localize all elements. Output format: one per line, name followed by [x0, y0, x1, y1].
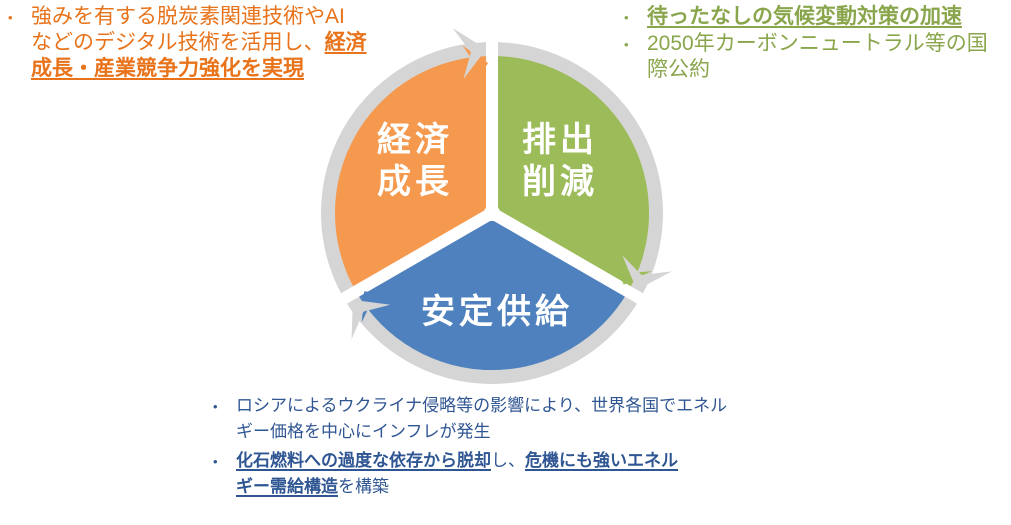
note-line: 強みを有する脱炭素関連技術やAI: [31, 5, 345, 28]
list-item: • 化石燃料への過度な依存から脱却し、危機にも強いエネル ギー需給構造を構築: [213, 448, 753, 500]
wedge-arrow-stable-supply: [361, 291, 396, 323]
list-item: • 待ったなしの気候変動対策の加速: [624, 4, 1010, 31]
separator-1: [486, 27, 498, 221]
bullet-icon: •: [8, 10, 13, 25]
separator-2: [482, 203, 657, 312]
note-emphasis: 待ったなしの気候変動対策の加速: [647, 5, 962, 28]
wedge-label-economic-growth: 経済 成長: [377, 121, 453, 201]
note-text: 強みを有する脱炭素関連技術やAI などのデジタル技術を活用し、経済 成長・産業競…: [31, 4, 367, 82]
economic-growth-note: • 強みを有する脱炭素関連技術やAI などのデジタル技術を活用し、経済 成長・産…: [8, 4, 388, 82]
ring-arrow-icon-1: [622, 255, 672, 290]
note-line: ロシアによるウクライナ侵略等の影響により、世界各国でエネル: [236, 396, 728, 415]
wedge-arrow-emission-reduction: [610, 256, 652, 285]
note-emphasis: 成長・産業競争力強化を実現: [31, 57, 304, 80]
note-line: 2050年カーボンニュートラル等の国: [647, 32, 988, 55]
list-item: • ロシアによるウクライナ侵略等の影響により、世界各国でエネル ギー価格を中心に…: [213, 393, 753, 445]
wedge-label-emission-reduction: 排出 削減: [522, 121, 598, 201]
wedge-label-stable-supply: 安定供給: [421, 293, 573, 331]
ring-arrow-icon-2: [351, 299, 391, 340]
note-text: 待ったなしの気候変動対策の加速: [647, 4, 962, 30]
note-text: ロシアによるウクライナ侵略等の影響により、世界各国でエネル ギー価格を中心にイン…: [236, 393, 727, 445]
bullet-icon: •: [624, 10, 629, 25]
note-emphasis: 経済: [324, 31, 367, 54]
note-line: 際公約: [647, 58, 710, 81]
note-line: ギー価格を中心にインフレが発生: [236, 422, 491, 441]
list-item: • 強みを有する脱炭素関連技術やAI などのデジタル技術を活用し、経済 成長・産…: [8, 4, 388, 82]
separator-0: [327, 203, 502, 312]
note-line: し、: [491, 451, 525, 470]
bullet-icon: •: [213, 454, 218, 469]
list-item: • 2050年カーボンニュートラル等の国 際公約: [624, 31, 1010, 83]
bullet-icon: •: [624, 37, 629, 52]
note-line: などのデジタル技術を活用し、: [31, 31, 325, 54]
note-line: を構築: [338, 477, 389, 496]
ring-arrow-icon-0: [452, 28, 487, 80]
note-text: 2050年カーボンニュートラル等の国 際公約: [647, 31, 988, 83]
stable-supply-note: • ロシアによるウクライナ侵略等の影響により、世界各国でエネル ギー価格を中心に…: [213, 393, 753, 500]
bullet-icon: •: [213, 399, 218, 414]
note-emphasis: 危機にも強いエネル: [525, 451, 678, 470]
wedge-arrow-economic-growth: [462, 45, 489, 89]
note-text: 化石燃料への過度な依存から脱却し、危機にも強いエネル ギー需給構造を構築: [236, 448, 678, 500]
note-emphasis: ギー需給構造: [236, 477, 338, 496]
note-emphasis: 化石燃料への過度な依存から脱却: [236, 451, 491, 470]
emission-reduction-note: • 待ったなしの気候変動対策の加速 • 2050年カーボンニュートラル等の国 際…: [624, 4, 1010, 83]
